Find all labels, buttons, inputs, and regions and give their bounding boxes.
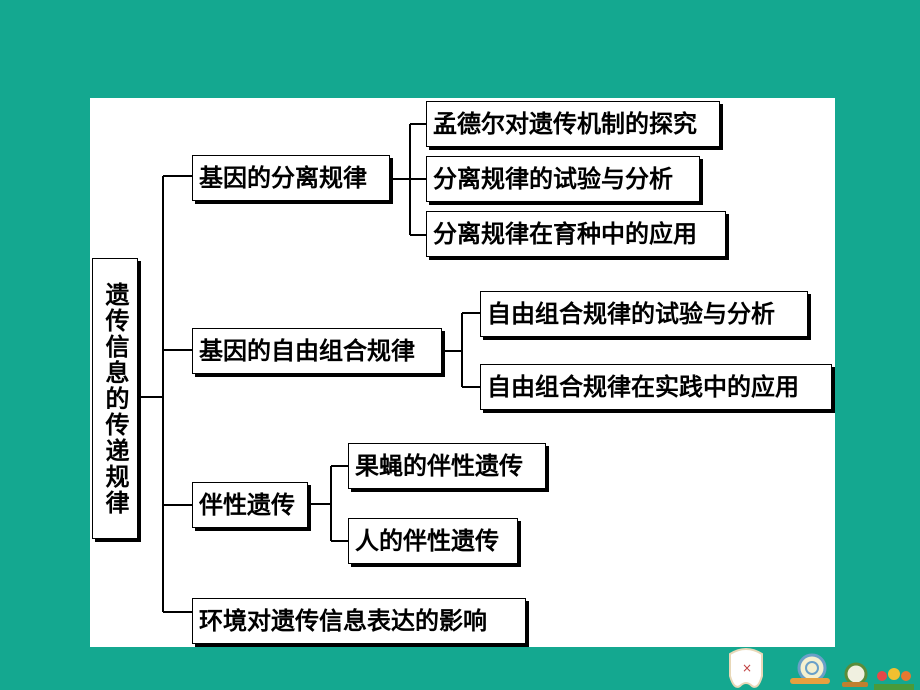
leaf-label: 自由组合规律的试验与分析 [487, 299, 775, 328]
leaf-label: 人的伴性遗传 [355, 526, 499, 555]
leaf-node: 分离规律的试验与分析 [426, 156, 700, 202]
root-label: 遗传信息的传递规律 [101, 281, 130, 516]
snail-icon [790, 653, 830, 684]
leaf-label: 自由组合规律在实践中的应用 [487, 372, 799, 401]
leaf-node: 果蝇的伴性遗传 [348, 443, 546, 489]
branch-node-segregation: 基因的分离规律 [192, 155, 390, 201]
branch-label: 伴性遗传 [199, 490, 295, 519]
branch-node-sex-linked: 伴性遗传 [192, 482, 308, 528]
branch-node-environment: 环境对遗传信息表达的影响 [192, 598, 526, 644]
branch-node-independent-assortment: 基因的自由组合规律 [192, 328, 442, 374]
flower-icon [874, 668, 914, 690]
snail-icon [842, 662, 868, 687]
leaf-node: 人的伴性遗传 [348, 518, 518, 564]
leaf-node: 孟德尔对遗传机制的探究 [426, 101, 720, 147]
branch-label: 环境对遗传信息表达的影响 [199, 606, 487, 635]
svg-text:×: × [742, 661, 752, 675]
branch-label: 基因的分离规律 [199, 163, 367, 192]
branch-label: 基因的自由组合规律 [199, 336, 415, 365]
leaf-node: 分离规律在育种中的应用 [426, 211, 726, 257]
leaf-label: 分离规律在育种中的应用 [433, 219, 697, 248]
leaf-label: 孟德尔对遗传机制的探究 [433, 109, 697, 138]
leaf-label: 分离规律的试验与分析 [433, 164, 673, 193]
leaf-node: 自由组合规律的试验与分析 [480, 291, 808, 337]
leaf-node: 自由组合规律在实践中的应用 [480, 364, 832, 410]
leaf-label: 果蝇的伴性遗传 [355, 451, 523, 480]
root-node: 遗传信息的传递规律 [92, 258, 138, 539]
tooth-icon: × [729, 648, 763, 688]
